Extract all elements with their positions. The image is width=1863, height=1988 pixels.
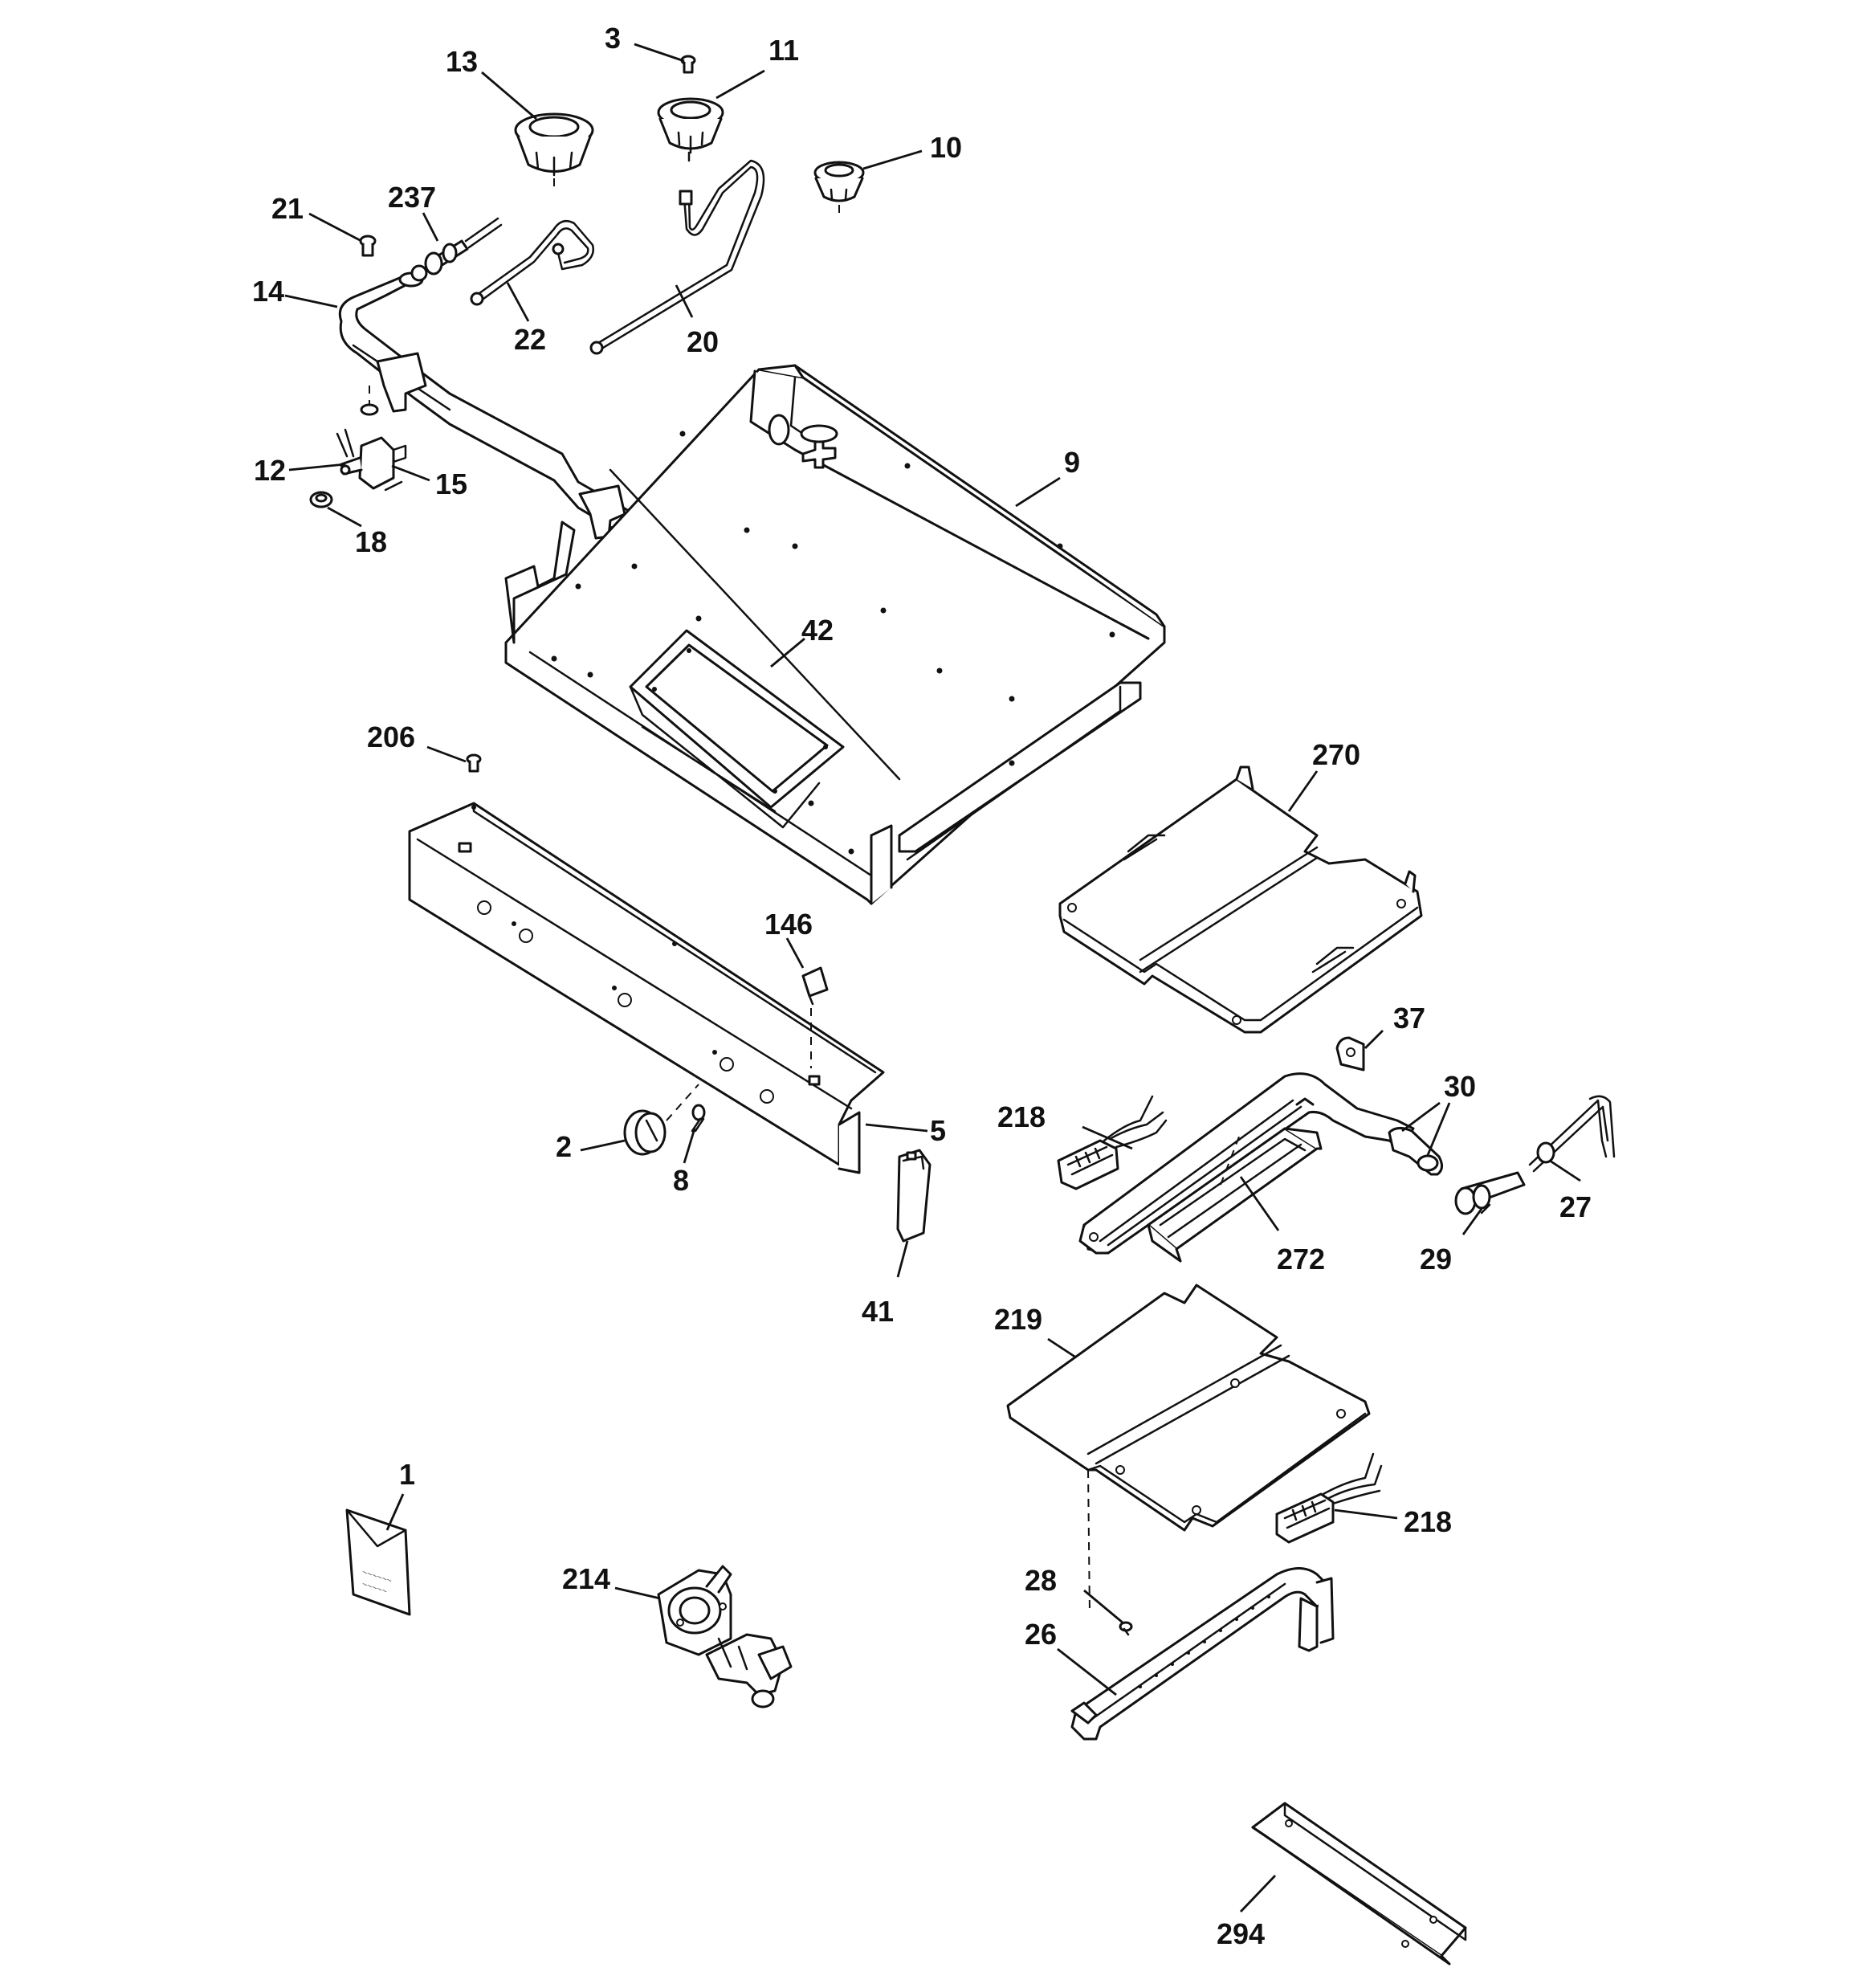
burner-head-13	[514, 112, 594, 193]
literature-envelope-1: ~~~~~~ ~~~~~	[345, 1508, 411, 1616]
label-294: 294	[1217, 1917, 1265, 1950]
label-27: 27	[1559, 1190, 1592, 1223]
access-plate-42	[629, 629, 845, 829]
label-214: 214	[562, 1562, 610, 1595]
label-30: 30	[1444, 1070, 1476, 1103]
label-22: 22	[514, 323, 546, 356]
label-5: 5	[930, 1114, 946, 1147]
label-41: 41	[862, 1295, 894, 1328]
knob-2	[623, 1084, 699, 1156]
screw-21	[359, 235, 377, 257]
gas-valve-214	[657, 1565, 793, 1708]
screw-3	[680, 55, 696, 74]
bracket-37	[1335, 1036, 1365, 1072]
label-146: 146	[764, 908, 813, 941]
label-37: 37	[1393, 1002, 1425, 1035]
label-3: 3	[605, 22, 621, 55]
label-14: 14	[252, 275, 284, 308]
label-10: 10	[930, 131, 962, 164]
washer-small	[360, 386, 379, 416]
end-cap-41	[896, 1149, 932, 1243]
electrode-30	[1388, 1127, 1443, 1176]
label-219: 219	[994, 1303, 1042, 1336]
label-21: 21	[271, 192, 304, 225]
callout-labels: 13 3 11 10 21 237 14 22 20 12 15 18 9 42…	[252, 22, 1592, 1950]
label-18: 18	[355, 525, 387, 558]
screw-206	[466, 753, 482, 773]
nut-18	[309, 491, 333, 508]
orifice-29	[1454, 1171, 1526, 1215]
igniter-218-lower	[1275, 1452, 1383, 1544]
label-270: 270	[1312, 738, 1360, 771]
gas-tube-20	[589, 159, 765, 355]
label-272: 272	[1277, 1243, 1325, 1276]
label-9: 9	[1064, 446, 1080, 479]
valve-15	[336, 428, 407, 492]
label-218-upper: 218	[997, 1100, 1046, 1133]
label-15: 15	[435, 467, 467, 500]
tube-27	[1528, 1095, 1616, 1173]
oven-burner-26	[1070, 1567, 1335, 1741]
label-218-lower: 218	[1404, 1505, 1452, 1538]
burner-head-10	[813, 161, 865, 218]
manifold-pipe-14	[338, 264, 664, 554]
label-12: 12	[254, 454, 286, 487]
manifold-panel-5	[408, 802, 885, 1174]
orifice-237	[424, 217, 503, 276]
label-237: 237	[388, 181, 436, 214]
label-42: 42	[801, 614, 834, 647]
screw-28	[1119, 1621, 1133, 1636]
label-1: 1	[399, 1458, 415, 1491]
burner-box-9	[504, 364, 1166, 905]
label-11: 11	[768, 34, 799, 67]
burner-head-11	[657, 97, 724, 162]
label-206: 206	[367, 720, 415, 753]
deflector-219	[1006, 1284, 1371, 1615]
label-2: 2	[556, 1130, 572, 1163]
leader-lines	[284, 43, 1581, 1912]
label-28: 28	[1025, 1564, 1057, 1597]
clip-146	[801, 966, 829, 1068]
angle-bracket-294	[1251, 1802, 1467, 1966]
label-13: 13	[446, 45, 478, 78]
label-26: 26	[1025, 1618, 1057, 1651]
bake-burner-272	[1078, 1072, 1415, 1263]
screw-8	[691, 1104, 706, 1133]
label-8: 8	[673, 1164, 689, 1197]
burner-ports	[1139, 1595, 1270, 1688]
gas-tube-22	[470, 219, 594, 306]
label-29: 29	[1420, 1243, 1452, 1276]
label-20: 20	[687, 325, 719, 358]
heat-shield-270	[1058, 765, 1423, 1034]
